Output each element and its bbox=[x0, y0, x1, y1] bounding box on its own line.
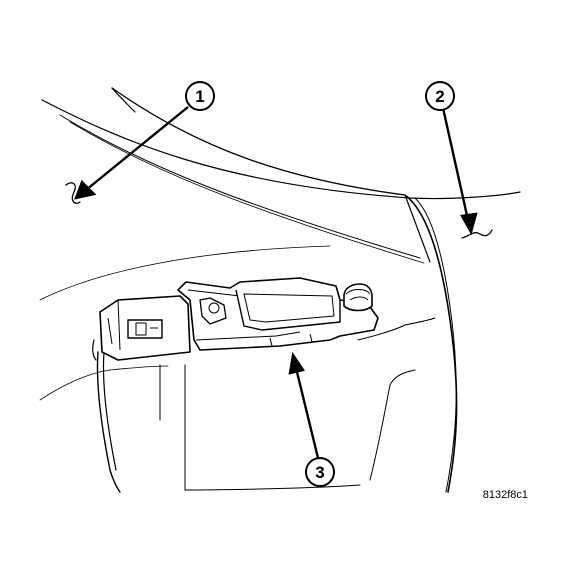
leader-arrows bbox=[74, 106, 478, 459]
callout-2-circle bbox=[425, 81, 455, 111]
body-panel-lines bbox=[39, 87, 521, 493]
sensor-module bbox=[177, 277, 379, 351]
electrical-connector bbox=[99, 295, 191, 361]
callout-1-label: 1 bbox=[195, 87, 204, 106]
callout-2: 2 bbox=[425, 81, 455, 111]
callout-3: 3 bbox=[305, 457, 335, 487]
figure-id: 8132f8c1 bbox=[483, 489, 528, 501]
callout-1: 1 bbox=[185, 81, 215, 111]
callout-1-circle bbox=[185, 81, 215, 111]
surface-markers bbox=[65, 182, 493, 239]
callout-3-label: 3 bbox=[315, 463, 324, 482]
wiring-harness bbox=[92, 339, 121, 493]
callout-2-label: 2 bbox=[435, 87, 444, 106]
callout-3-circle bbox=[305, 457, 335, 487]
